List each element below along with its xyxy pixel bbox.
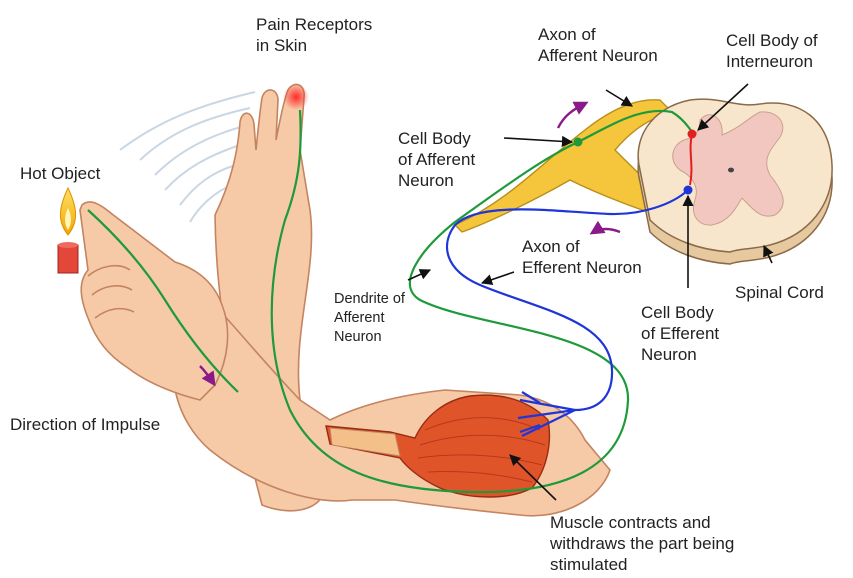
label-cell-body-efferent: Cell Body of Efferent Neuron [641,302,719,365]
label-axon-afferent: Axon of Afferent Neuron [538,24,658,66]
label-pain-receptors: Pain Receptors in Skin [256,14,372,56]
spinal-cord [638,99,832,264]
label-spinal-cord: Spinal Cord [735,282,824,303]
label-axon-efferent: Axon of Efferent Neuron [522,236,642,278]
label-dendrite-afferent: Dendrite of Afferent Neuron [334,290,405,347]
afferent-cell-body [574,138,583,147]
efferent-cell-body [684,186,693,195]
pain-receptor-glow [283,84,309,110]
label-cell-body-interneuron: Cell Body of Interneuron [726,30,818,72]
label-muscle-contracts: Muscle contracts and withdraws the part … [550,512,734,575]
label-cell-body-afferent: Cell Body of Afferent Neuron [398,128,475,191]
label-direction-impulse: Direction of Impulse [10,414,160,435]
candle-hot-object [58,188,78,273]
label-hot-object: Hot Object [20,163,100,184]
interneuron [690,134,692,185]
interneuron-cell-body [688,130,697,139]
